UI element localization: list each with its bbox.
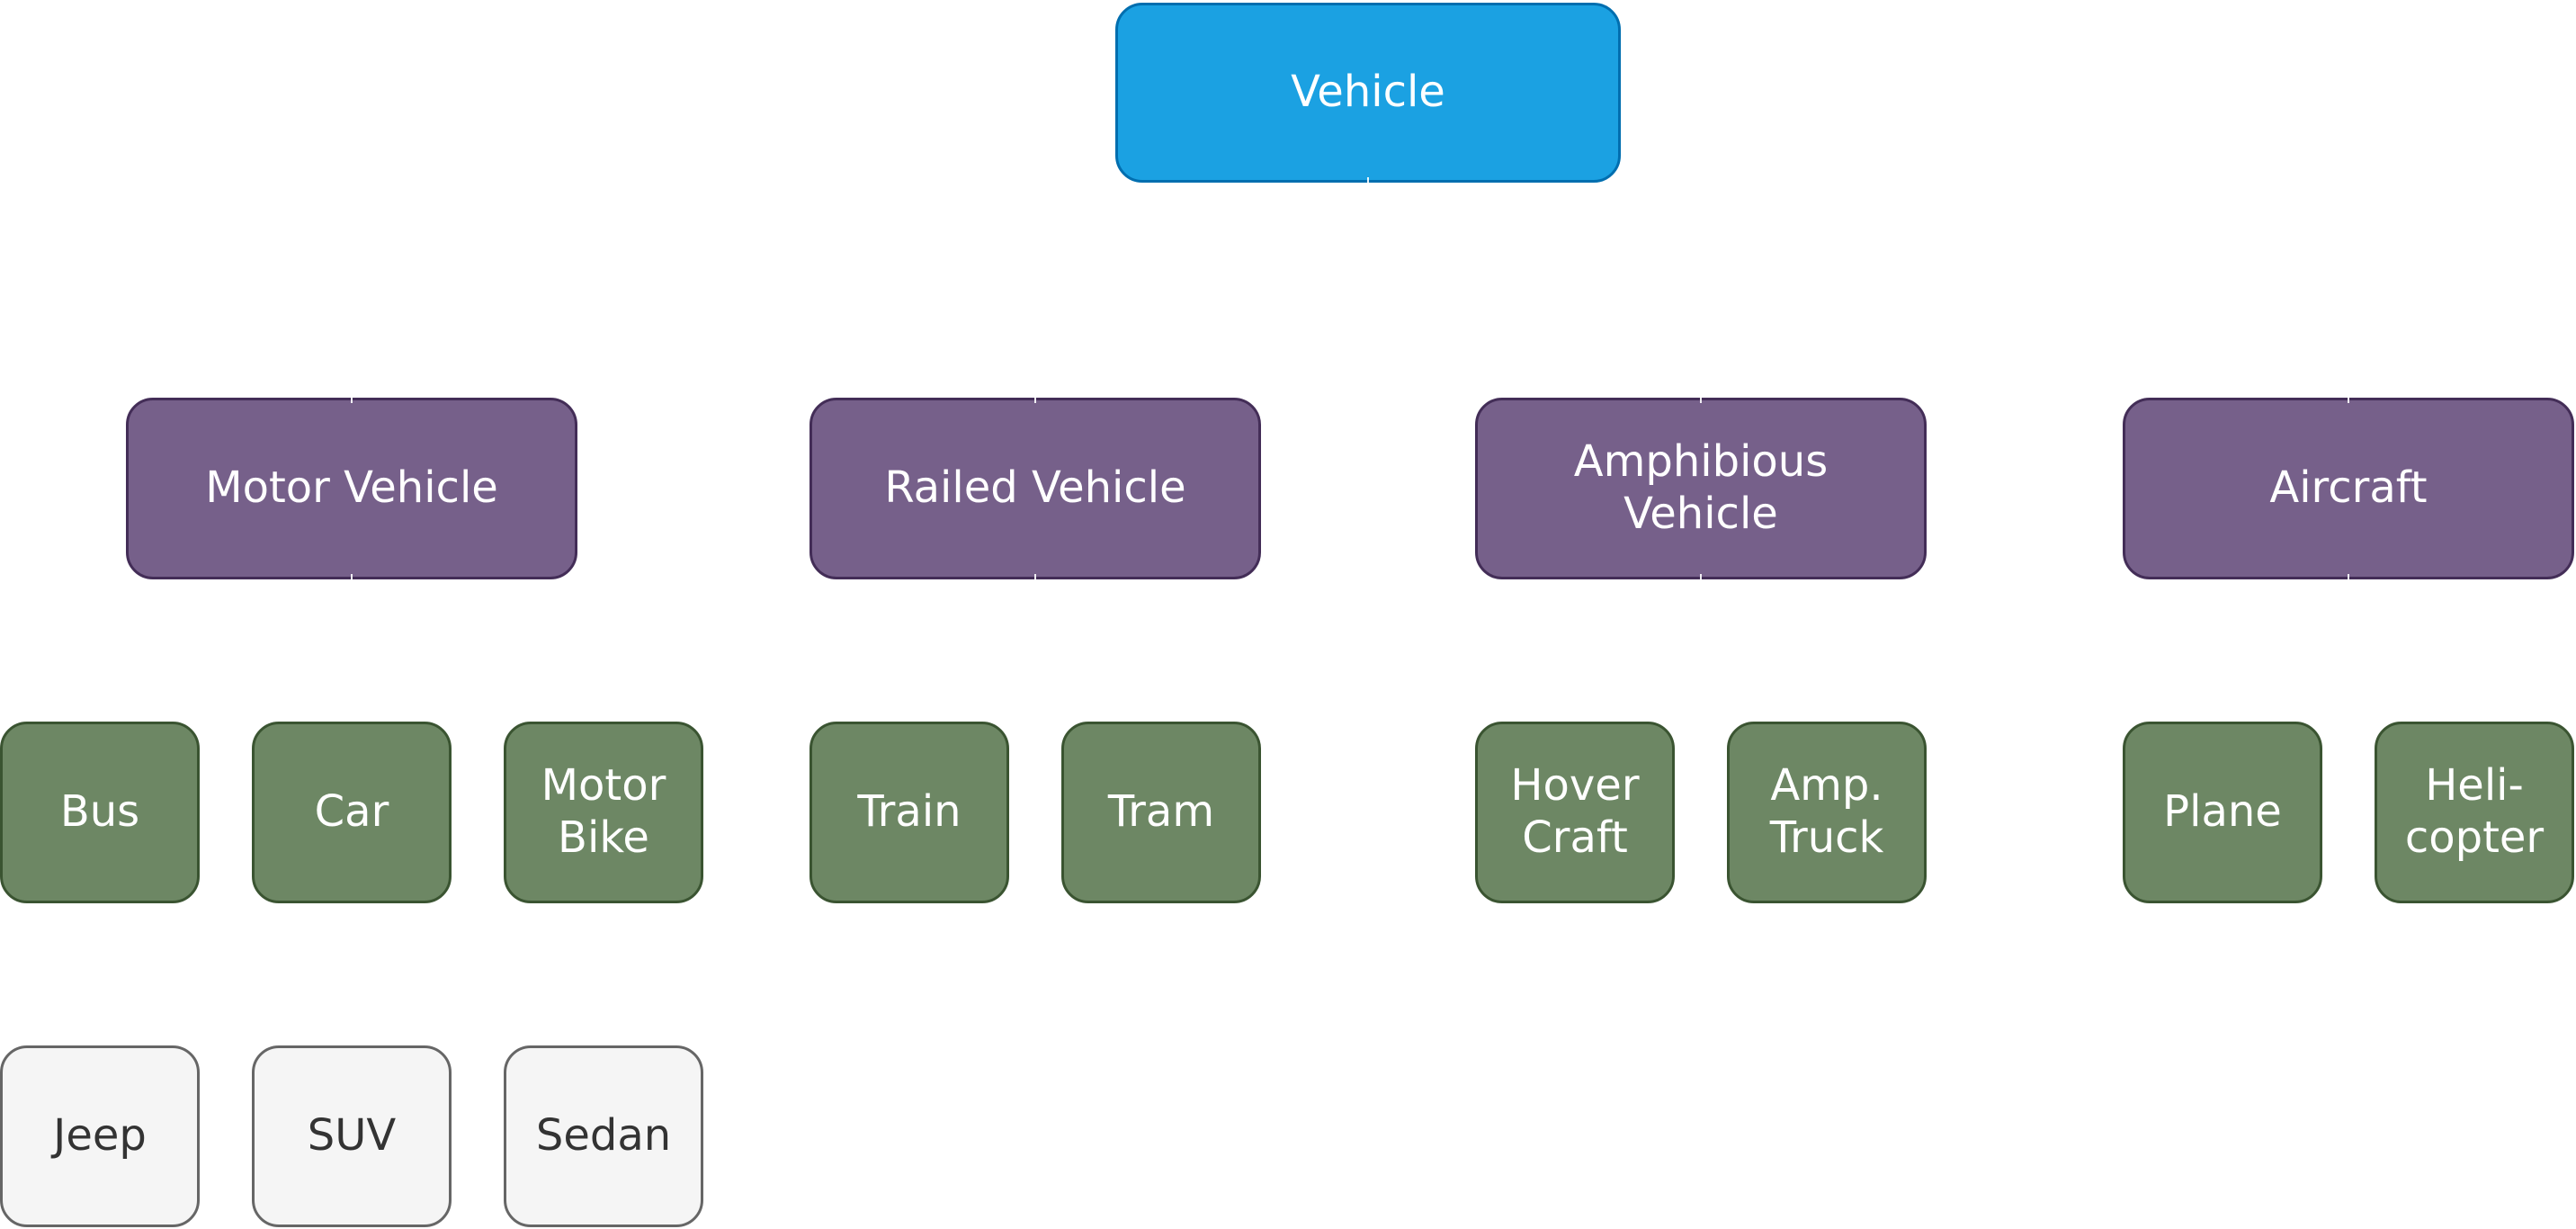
node-train: Train [809,722,1009,903]
connector-stub [1034,574,1036,579]
node-tram: Tram [1061,722,1261,903]
connector-stub [351,398,353,403]
connector-stub [2348,574,2349,579]
node-bus-label: Bus [59,786,140,838]
node-sedan-label: Sedan [535,1110,672,1162]
node-aircraft: Aircraft [2123,398,2574,579]
node-plane-label: Plane [2163,786,2282,838]
node-amp-truck: Amp. Truck [1727,722,1927,903]
node-motor-bike-label: Motor Bike [541,760,666,864]
node-jeep: Jeep [0,1045,200,1227]
node-suv: SUV [252,1045,452,1227]
node-jeep-label: Jeep [53,1110,147,1162]
node-helicopter-label: Heli- copter [2405,760,2544,864]
node-aircraft-label: Aircraft [2269,462,2428,514]
node-hover-craft: Hover Craft [1475,722,1675,903]
node-helicopter: Heli- copter [2375,722,2574,903]
node-sedan: Sedan [504,1045,703,1227]
node-vehicle: Vehicle [1115,3,1621,183]
node-train-label: Train [857,786,962,838]
connector-stub [1700,398,1702,403]
node-car: Car [252,722,452,903]
node-vehicle-label: Vehicle [1291,67,1445,118]
node-helicopter-line2: copter [2404,812,2545,863]
node-motor-bike-line1: Motor [541,760,666,812]
connector-stub [1367,177,1369,183]
connector-stub [1700,574,1702,579]
node-bus: Bus [0,722,200,903]
node-car-label: Car [314,786,389,838]
node-helicopter-line1: Heli- [2425,760,2524,812]
node-amphibious-vehicle: Amphibious Vehicle [1475,398,1927,579]
connector-stub [1034,398,1036,403]
node-amp-truck-line2: Truck [1769,812,1884,863]
node-amphibious-vehicle-line1: Amphibious [1573,436,1829,488]
connector-stub [351,574,353,579]
node-motor-bike: Motor Bike [504,722,703,903]
node-railed-vehicle: Railed Vehicle [809,398,1261,579]
node-amphibious-vehicle-line2: Vehicle [1623,489,1778,539]
node-tram-label: Tram [1107,786,1215,838]
node-amp-truck-line1: Amp. [1770,760,1883,812]
node-suv-label: SUV [307,1110,397,1162]
node-hover-craft-line1: Hover [1510,760,1640,812]
node-motor-bike-line2: Bike [558,812,649,863]
node-plane: Plane [2123,722,2322,903]
node-railed-vehicle-label: Railed Vehicle [884,462,1186,514]
connector-stub [2348,398,2349,403]
node-motor-vehicle: Motor Vehicle [126,398,577,579]
node-amphibious-vehicle-label: Amphibious Vehicle [1574,436,1828,540]
node-motor-vehicle-label: Motor Vehicle [205,462,498,514]
node-amp-truck-label: Amp. Truck [1770,760,1884,864]
node-hover-craft-label: Hover Craft [1510,760,1639,864]
node-hover-craft-line2: Craft [1522,812,1628,863]
